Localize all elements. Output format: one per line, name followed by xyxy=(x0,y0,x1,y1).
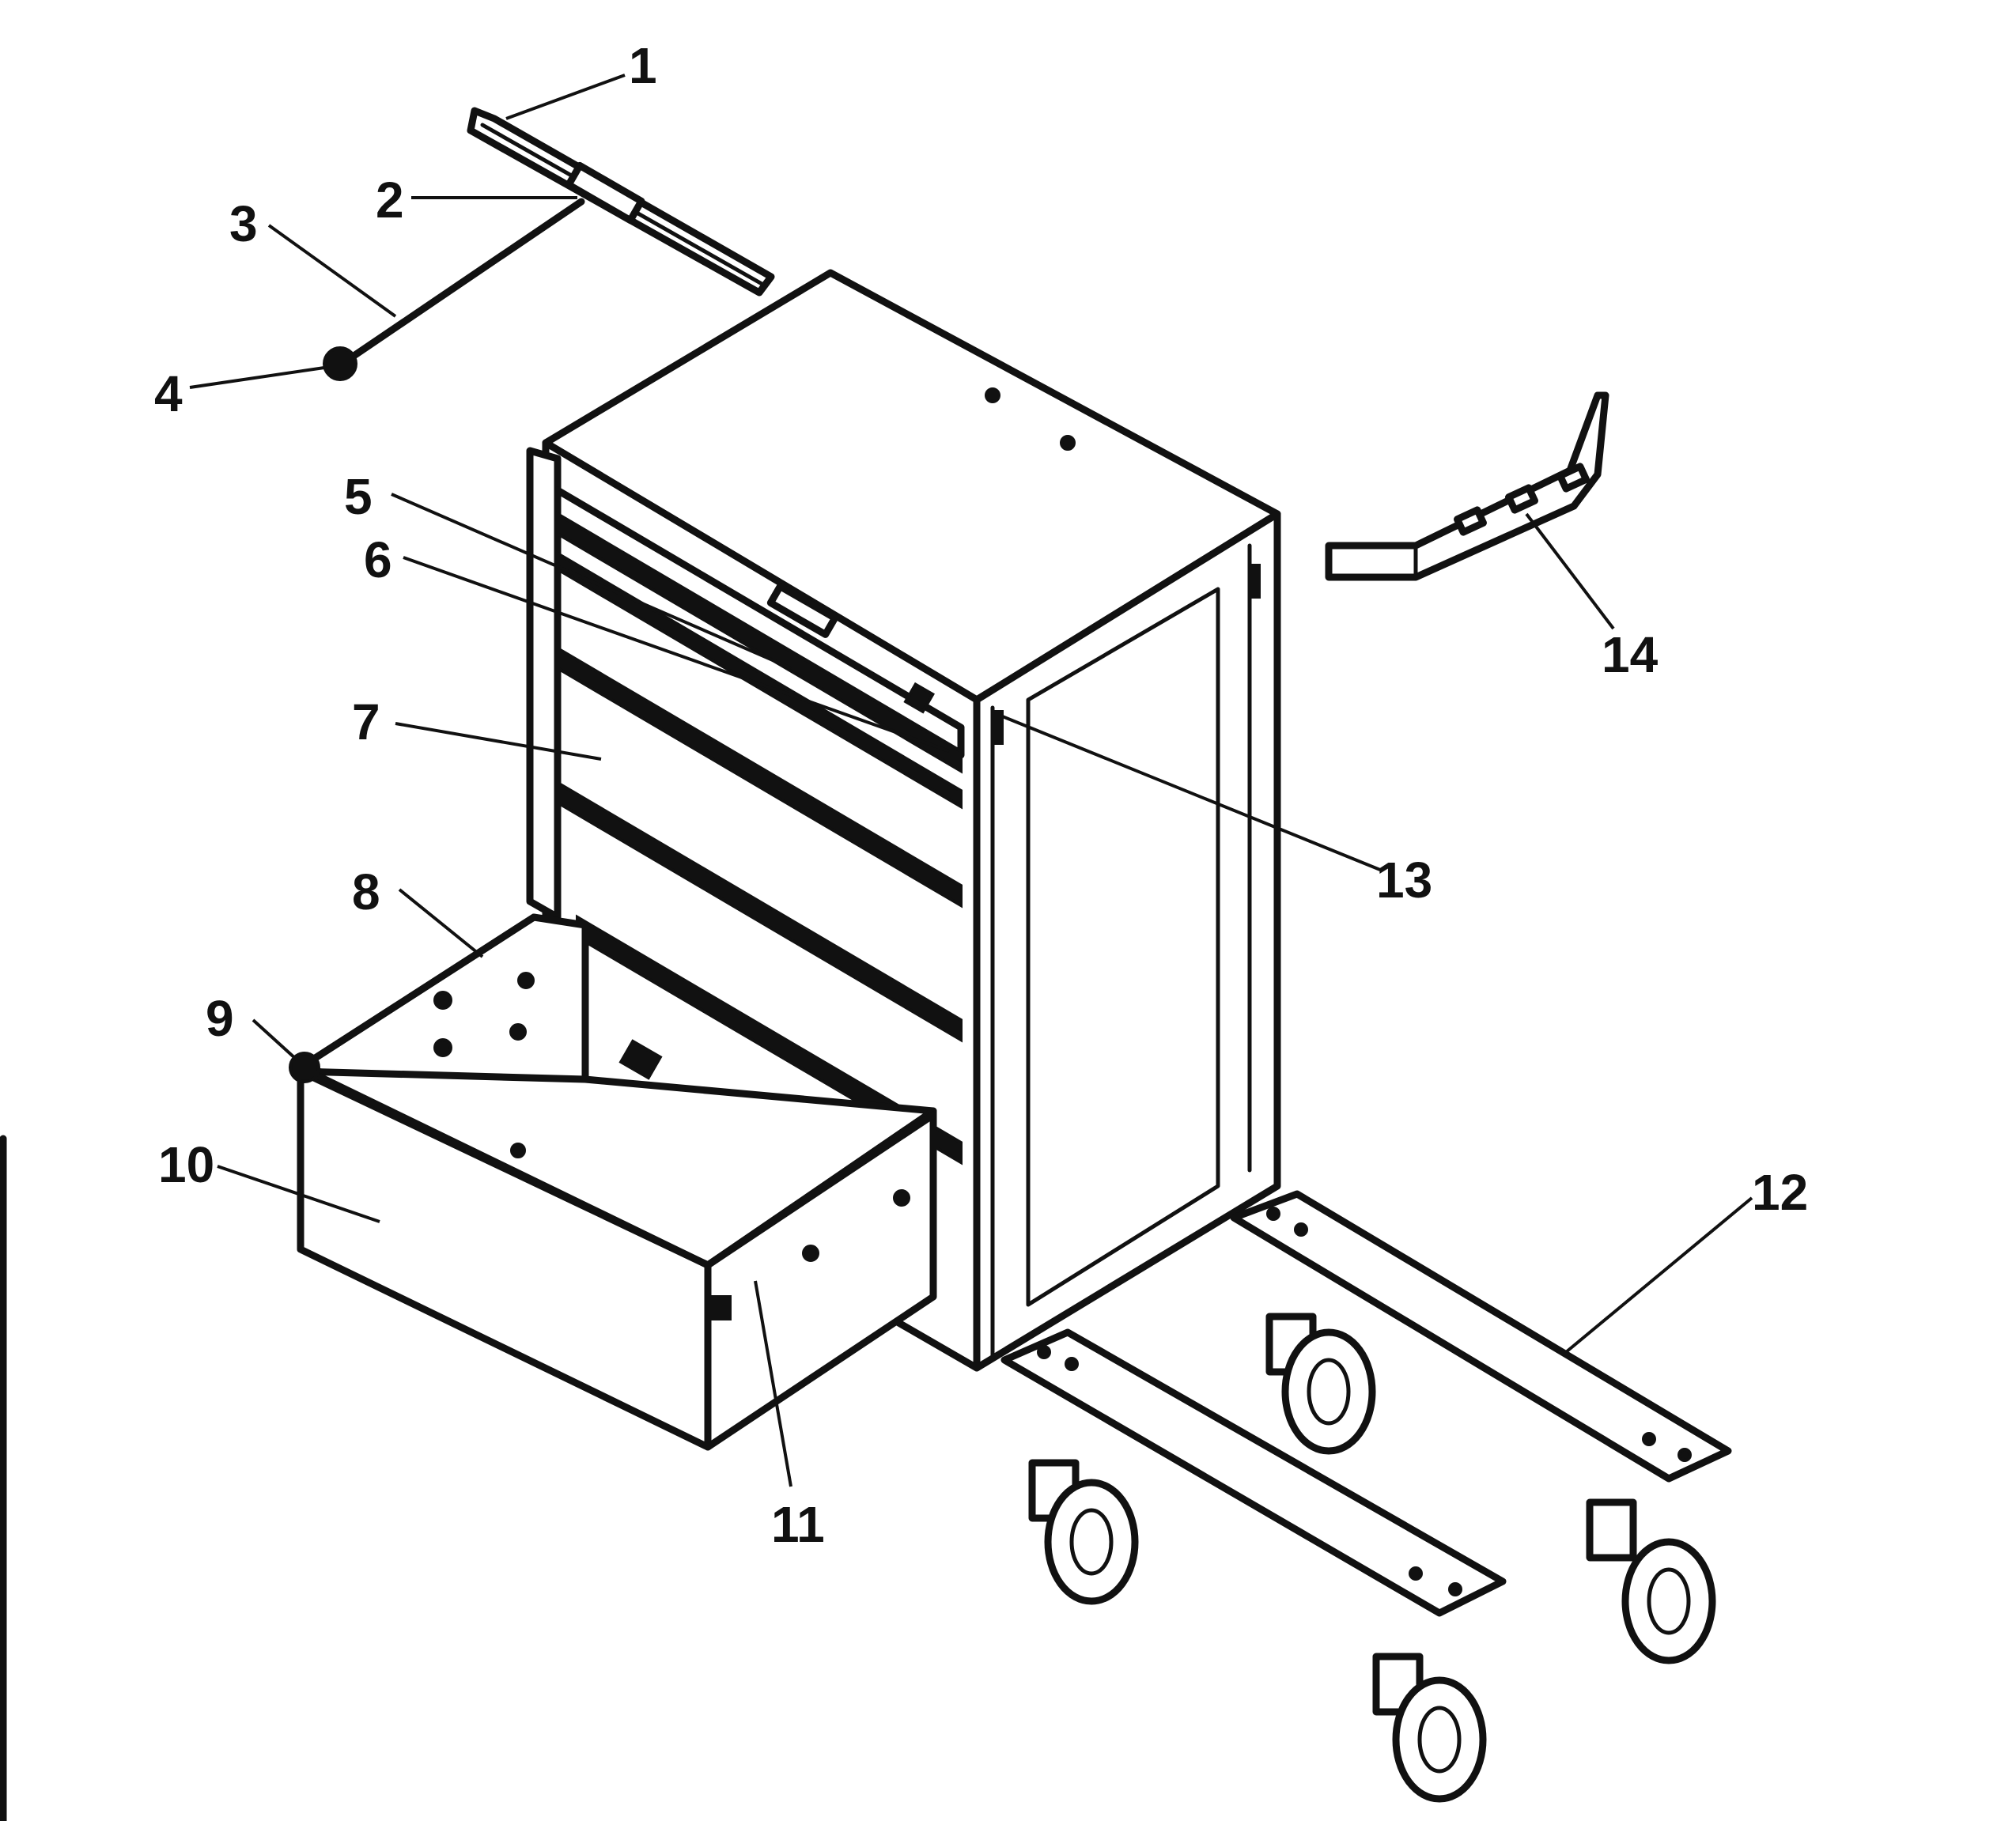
leader-6 xyxy=(403,556,950,753)
callout-3: 3 xyxy=(229,195,258,252)
callout-9: 9 xyxy=(206,990,234,1047)
leader-7 xyxy=(395,722,602,761)
leader-13 xyxy=(1000,714,1381,871)
drawer-6 xyxy=(556,550,963,810)
handle-rod xyxy=(344,198,585,364)
side-panel-13 xyxy=(1026,587,1220,1307)
callout-6: 6 xyxy=(364,531,392,588)
casters xyxy=(1028,1313,1716,1803)
drawer-5 xyxy=(556,511,963,774)
callout-1: 1 xyxy=(629,37,657,94)
caster-rail-front xyxy=(1000,1328,1507,1617)
drawer-slide-11 xyxy=(706,1295,732,1320)
leader-5 xyxy=(391,493,792,670)
handle-assembly xyxy=(323,107,775,381)
callout-2: 2 xyxy=(376,172,404,229)
caster-3 xyxy=(1586,1498,1716,1664)
callout-13: 13 xyxy=(1376,852,1432,909)
cabinet-side-left xyxy=(526,447,562,921)
leader-12 xyxy=(1564,1196,1753,1354)
caster-2 xyxy=(1265,1313,1376,1455)
handle-bracket xyxy=(565,161,645,225)
caster-rails xyxy=(1000,1190,1732,1617)
callout-12: 12 xyxy=(1752,1164,1808,1221)
caster-rail-back xyxy=(1230,1190,1732,1483)
callout-4: 4 xyxy=(154,365,183,422)
callout-5: 5 xyxy=(344,468,373,525)
drawer-rim xyxy=(297,1064,712,1269)
leader-11 xyxy=(754,1280,792,1487)
caster-4 xyxy=(1372,1653,1487,1803)
handle-knob xyxy=(323,346,357,381)
callout-8: 8 xyxy=(352,863,380,920)
leader-lines xyxy=(189,74,1753,1487)
leader-9 xyxy=(252,1018,298,1061)
leader-3 xyxy=(267,224,397,318)
leader-4 xyxy=(189,366,325,389)
caster-1 xyxy=(1028,1459,1139,1605)
leader-10 xyxy=(217,1165,380,1223)
cabinet-body xyxy=(526,269,1281,1372)
cabinet-side-right xyxy=(973,510,1281,1372)
leader-14 xyxy=(1525,512,1615,630)
callout-14: 14 xyxy=(1602,626,1659,683)
open-drawer xyxy=(289,913,937,1451)
side-handle-14 xyxy=(1325,391,1609,581)
callout-10: 10 xyxy=(158,1136,214,1193)
callout-labels: 1 2 3 4 5 6 7 8 9 10 11 12 13 14 xyxy=(154,37,1808,1553)
leader-1 xyxy=(505,74,626,120)
drawer-corner-9 xyxy=(289,1052,320,1083)
callout-7: 7 xyxy=(352,693,380,750)
callout-11: 11 xyxy=(771,1496,825,1553)
leader-8 xyxy=(398,888,484,958)
